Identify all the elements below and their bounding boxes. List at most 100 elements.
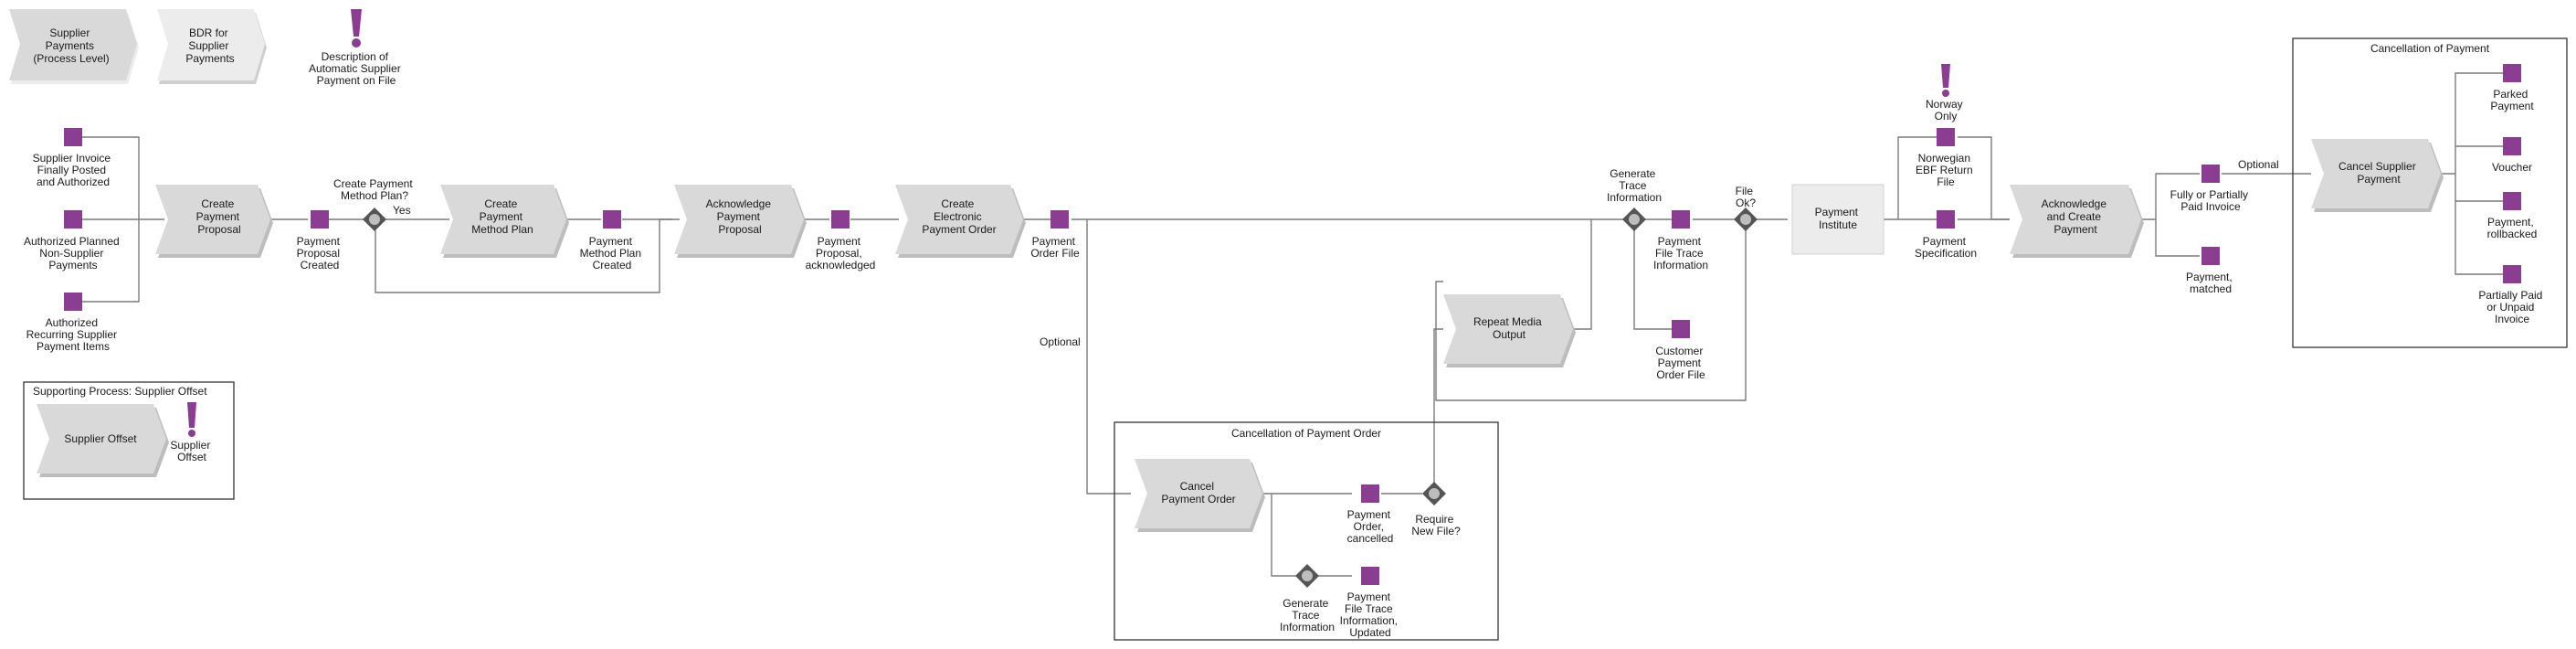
exclamation-icon [1941,64,1950,97]
svg-text:Cancel Supplier Payment: Cancel Supplier Payment [2338,160,2419,186]
event-label: Payment [1658,235,1702,248]
square-event-icon [2503,265,2521,283]
note-norway-only[interactable]: Norway Only [1926,64,1966,122]
note-label: Only [1935,110,1958,122]
event-paid-invoice[interactable]: Fully or Partially Paid Invoice [2170,165,2252,213]
gateway-file-ok[interactable]: File Ok? [1734,185,1758,231]
svg-text:Customer Payment O: Customer Payment Order File [1655,345,1705,381]
event-label: Customer [1655,345,1703,357]
event-unpaid[interactable]: Partially Paid or Unpaid Invoice [2478,265,2545,325]
function-create-proposal[interactable]: Create Payment Proposal [155,185,273,258]
function-repeat-media[interactable]: Repeat Media Output [1443,294,1576,367]
event-label: Recurring Supplier [26,328,117,341]
gateway-label: Information [1280,621,1335,633]
event-label: Payment [818,235,861,248]
event-label: File [1937,176,1955,188]
event-ebf-return[interactable]: Norwegian EBF Return File [1916,128,1976,188]
frame-supporting-title: Supporting Process: Supplier Offset [33,385,207,398]
gateway-method-plan[interactable]: Create Payment Method Plan? [333,177,416,231]
event-order-cancelled[interactable]: Payment Order, cancelled [1347,484,1394,545]
gateway-generate-trace[interactable]: Generate Trace Information [1607,167,1662,231]
bdr-link[interactable]: BDR for Supplier Payments [157,9,267,84]
svg-text:Voucher: Voucher [2492,161,2532,174]
square-event-icon [64,128,82,146]
event-method-plan-created[interactable]: Payment Method Plan Created [580,210,645,271]
square-event-icon [2503,192,2521,210]
svg-text:Supplier Offset: Supplier Offset [64,432,137,445]
function-label: Payment Order [1161,493,1235,505]
function-ack-create-payment[interactable]: Acknowledge and Create Payment [2010,185,2144,258]
connector-institute-to-ebf [1884,136,1937,220]
event-specification[interactable]: Payment Specification [1915,210,1977,260]
square-event-icon [2201,165,2220,183]
square-event-icon [311,210,329,229]
event-label: Payment [1347,590,1391,603]
event-label: Created [593,259,632,271]
event-customer-file[interactable]: Customer Payment Order File [1655,320,1705,381]
event-rollbacked[interactable]: Payment, rollbacked [2487,192,2538,240]
function-supplier-offset[interactable]: Supplier Offset [37,404,169,477]
function-create-method-plan[interactable]: Create Payment Method Plan [440,185,569,258]
function-ack-proposal[interactable]: Acknowledge Payment Proposal [674,185,807,258]
event-recurring-items[interactable]: Authorized Recurring Supplier Payment It… [26,293,121,353]
svg-text:Require New File?: Require New File? [1411,513,1461,537]
event-label: Payment [1347,508,1391,521]
svg-text:Norwegian EBF Return: Norwegian EBF Return File [1916,152,1976,188]
description-line-3: Payment on File [317,74,396,87]
square-event-icon [831,210,850,229]
event-label: matched [2190,282,2232,295]
svg-text:Supplier Offset: Supplier Offset [170,439,213,463]
function-label: Electronic [934,210,982,223]
event-label: Payment [589,235,633,248]
event-label: Authorized [46,316,98,329]
connector-recurring-merge [82,219,140,303]
event-parked[interactable]: Parked Payment [2490,64,2534,112]
gateway-require-new-file[interactable]: Require New File? [1411,482,1461,537]
function-create-order[interactable]: Create Electronic Payment Order [895,185,1026,258]
svg-text:Norway Only: Norway Only [1926,98,1966,122]
event-label: Supplier Invoice [33,152,111,165]
event-planned-payments[interactable]: Authorized Planned Non-Supplier Payments [24,210,122,271]
event-label: Information, [1340,614,1398,627]
event-proposal-ack[interactable]: Payment Proposal, acknowledged [806,210,876,271]
note-supplier-offset[interactable]: Supplier Offset [170,402,213,463]
connector-repeat-merge [1573,219,1592,330]
function-payment-institute[interactable]: Payment Institute [1791,184,1884,255]
description-note[interactable]: Description of Automatic Supplier Paymen… [309,9,404,87]
svg-text:Create Payment Pro: Create Payment Proposal [196,197,243,236]
process-level-link[interactable]: Supplier Payments (Process Level) [9,9,139,84]
label-optional-branch: Optional [1040,335,1081,348]
xor-gateway-icon [363,207,386,231]
connector-invoice-merge [82,136,164,220]
event-matched[interactable]: Payment, matched [2186,247,2235,295]
square-event-icon [2503,137,2521,155]
connectors [82,72,2503,577]
gateway-generate-trace-2[interactable]: Generate Trace Information [1280,564,1335,633]
function-label: Proposal [718,223,761,236]
note-label: Norway [1926,98,1963,111]
function-cancel-payment-order[interactable]: Cancel Payment Order [1135,459,1265,532]
gateway-label: Generate [1283,597,1328,610]
event-label: Parked [2493,88,2528,101]
function-cancel-supplier-payment[interactable]: Cancel Supplier Payment [2311,139,2444,212]
svg-text:Payment, rollbacked: Payment, rollbacked [2487,216,2538,240]
event-trace-info[interactable]: Payment File Trace Information [1653,210,1708,271]
svg-text:Payment Order, can: Payment Order, cancelled [1347,508,1394,545]
gateway-label: Ok? [1736,197,1756,209]
svg-text:Payment Proposal,: Payment Proposal, acknowledged [806,235,876,271]
event-label: Method Plan [580,247,641,260]
event-invoice-posted[interactable]: Supplier Invoice Finally Posted and Auth… [33,128,114,188]
gateway-label: Generate [1610,167,1655,180]
event-order-file[interactable]: Payment Order File [1030,210,1080,260]
gateway-label: File [1736,185,1754,197]
event-label: Proposal, [816,247,862,260]
event-trace-updated[interactable]: Payment File Trace Information, Updated [1340,567,1401,639]
svg-text:Payment Proposal C: Payment Proposal Created [297,235,343,271]
event-label: Payments [48,259,97,271]
event-label: Payment [1658,356,1702,369]
function-label: Acknowledge [2042,197,2107,210]
event-proposal-created[interactable]: Payment Proposal Created [297,210,343,271]
event-label: Information [1653,259,1708,271]
gateway-label: Information [1607,191,1662,204]
event-voucher[interactable]: Voucher [2492,137,2532,174]
